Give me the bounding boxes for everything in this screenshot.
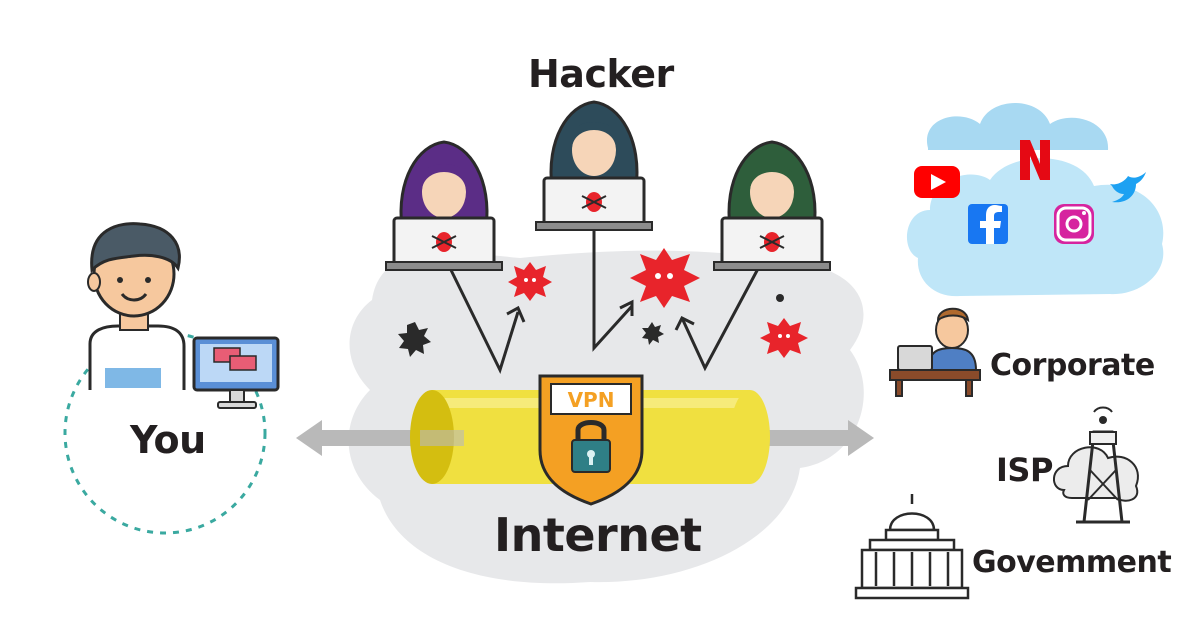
virus-icon xyxy=(398,294,784,357)
isp-tower-icon xyxy=(1053,406,1139,524)
vpn-badge-text: VPN xyxy=(568,388,615,412)
isp-label: ISP xyxy=(996,451,1053,489)
facebook-icon xyxy=(968,204,1008,244)
twitter-icon xyxy=(1110,172,1146,203)
internet-label: Internet xyxy=(494,508,702,562)
hacker-green xyxy=(713,140,831,271)
social-cloud xyxy=(906,103,1164,297)
corporate-icon xyxy=(889,307,981,397)
virus-icon xyxy=(508,262,552,301)
corporate-label: Corporate xyxy=(990,348,1155,383)
government-building-icon xyxy=(854,494,970,600)
virus-icon xyxy=(630,248,700,308)
vpn-shield: VPN xyxy=(538,374,644,506)
netflix-icon xyxy=(1020,140,1050,180)
government-label: Govemment xyxy=(972,545,1172,580)
lock-icon xyxy=(575,420,607,440)
instagram-icon xyxy=(1054,204,1094,244)
youtube-icon xyxy=(914,166,960,198)
you-label: You xyxy=(130,418,206,462)
user-avatar xyxy=(87,222,186,392)
hacker-label: Hacker xyxy=(528,52,674,96)
hacker-teal xyxy=(535,100,653,231)
monitor-icon xyxy=(192,336,280,409)
attack-arrows xyxy=(448,228,762,375)
hacker-purple xyxy=(385,140,503,271)
virus-icon xyxy=(760,318,808,358)
